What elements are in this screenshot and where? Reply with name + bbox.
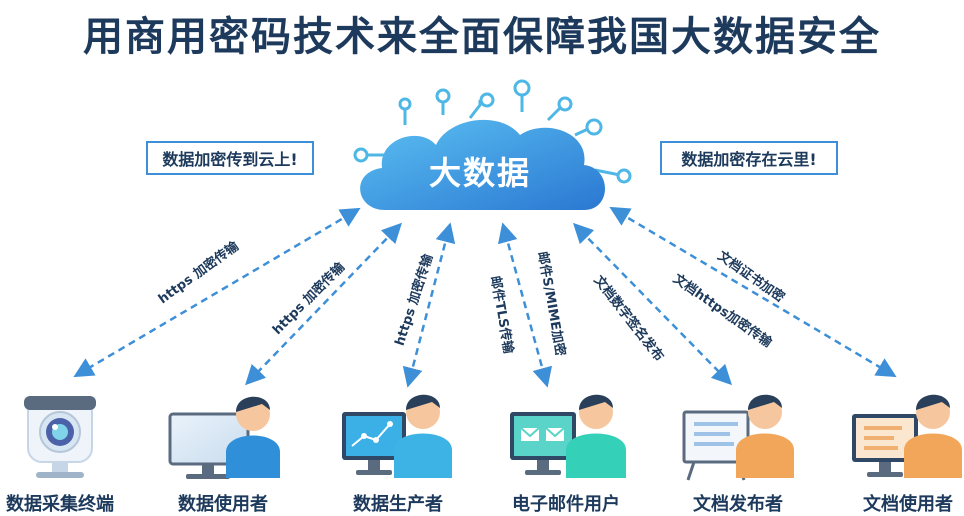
cloud-icon	[353, 79, 632, 210]
connection-arrow-6	[609, 206, 897, 378]
note-right: 数据加密存在云里!	[660, 141, 838, 175]
node-label-5: 文档发布者	[693, 494, 783, 515]
node-label-1: 数据采集终端	[6, 494, 114, 515]
node-label-3: 数据生产者	[353, 494, 443, 515]
center-label: 大数据	[428, 154, 531, 192]
connection-arrow-4	[497, 222, 553, 388]
page-title: 用商用密码技术来全面保障我国大数据安全	[83, 14, 881, 60]
connection-arrow-3	[402, 222, 456, 388]
node-label-2: 数据使用者	[178, 494, 268, 515]
node-label-4: 电子邮件用户	[512, 494, 620, 515]
connection-arrow-2	[245, 222, 402, 386]
document-monitor-user-icon	[852, 394, 962, 478]
node-label-6: 文档使用者	[863, 494, 953, 515]
document-board-user-icon	[682, 394, 794, 481]
monitor-user-icon	[168, 396, 280, 479]
webcam-icon	[24, 396, 96, 478]
note-left: 数据加密传到云上!	[146, 141, 314, 175]
mail-monitor-user-icon	[510, 394, 626, 478]
chart-monitor-user-icon	[342, 394, 452, 478]
